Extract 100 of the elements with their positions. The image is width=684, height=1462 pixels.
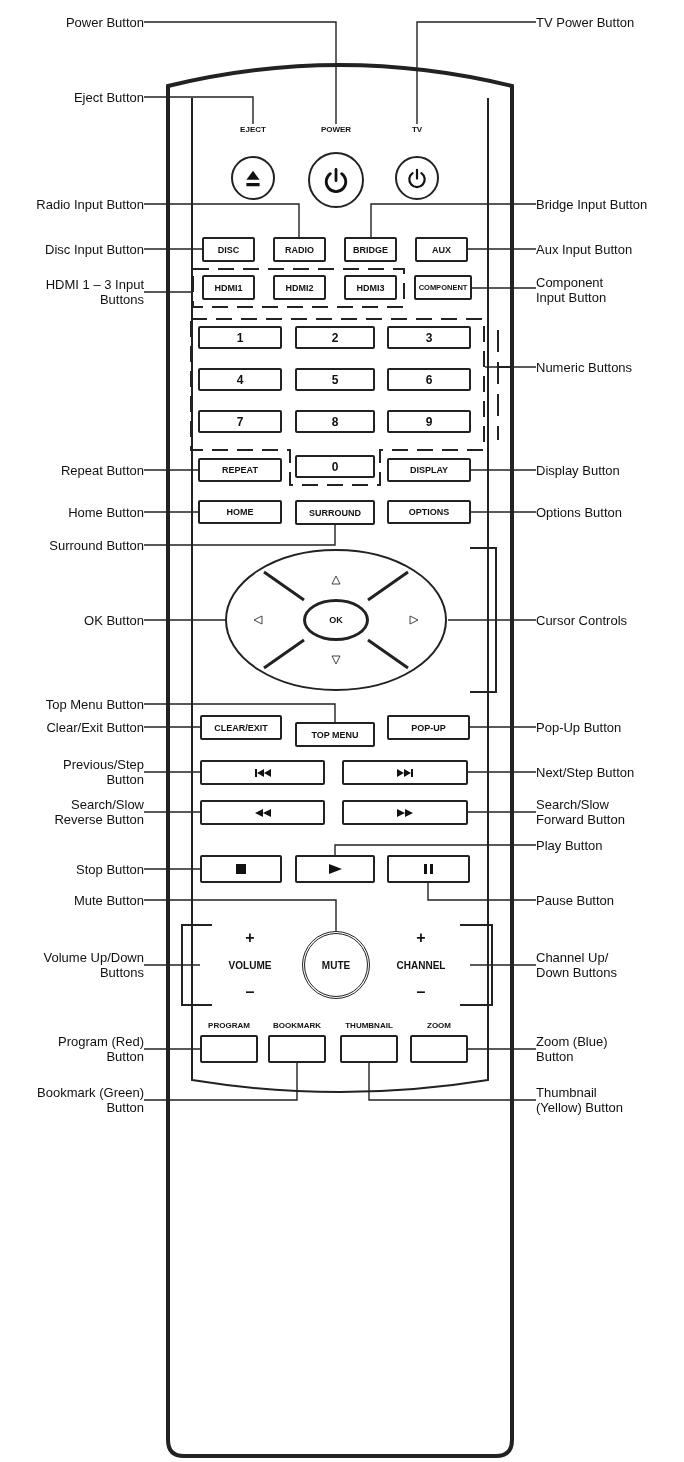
leader-line (467, 248, 537, 250)
callout-label: Mute Button (4, 892, 144, 908)
number-button: 2 (295, 326, 375, 349)
callout-label: Repeat Button (4, 462, 144, 478)
input-button: AUX (415, 237, 468, 262)
minus-sign: – (416, 983, 426, 1001)
number-button: 8 (295, 410, 375, 433)
fast-forward-button (342, 800, 468, 825)
callout-label: Channel Up/ Down Buttons (536, 950, 636, 980)
leader-line (143, 868, 201, 870)
number-button: 9 (387, 410, 471, 433)
leader-line (143, 964, 201, 966)
number-button: 1 (198, 326, 282, 349)
callout-label: Search/Slow Reverse Button (34, 797, 144, 827)
leader-line (143, 203, 300, 238)
number-button: 4 (198, 368, 282, 391)
callout-label: Pop-Up Button (536, 719, 676, 735)
callout-label: Eject Button (4, 89, 144, 105)
leader-line (467, 1048, 537, 1050)
callout-label: Display Button (536, 462, 676, 478)
callout-label: Search/Slow Forward Button (536, 797, 646, 827)
minus-sign: – (245, 983, 255, 1001)
options-button: OPTIONS (387, 500, 471, 524)
clear-exit-button: CLEAR/EXIT (200, 715, 282, 740)
callout-label: Surround Button (4, 537, 144, 553)
button-label: PROGRAM (207, 1020, 251, 1032)
callout-label: Component Input Button (536, 275, 621, 305)
leader-line (427, 882, 537, 901)
play-button (295, 855, 375, 883)
callout-label: Clear/Exit Button (4, 719, 144, 735)
pop-up-button: POP-UP (387, 715, 470, 740)
number-button: 0 (295, 455, 375, 478)
leader-line (143, 703, 336, 723)
top-menu-button: TOP MENU (295, 722, 375, 747)
callout-label: Zoom (Blue) Button (536, 1034, 621, 1064)
leader-line (447, 619, 537, 621)
button-label: BOOKMARK (272, 1020, 322, 1032)
callout-label: Disc Input Button (4, 241, 144, 257)
callout-label: Aux Input Button (536, 241, 676, 257)
callout-label: Pause Button (536, 892, 676, 908)
number-button: 5 (295, 368, 375, 391)
input-button: DISC (202, 237, 255, 262)
input-button: BRIDGE (344, 237, 397, 262)
leader-line (416, 21, 537, 125)
callout-label: Radio Input Button (4, 196, 144, 212)
number-button: 6 (387, 368, 471, 391)
callout-label: TV Power Button (536, 14, 676, 30)
leader-line (368, 1062, 537, 1101)
leader-line (334, 844, 537, 856)
leader-line (470, 511, 537, 513)
leader-line (370, 203, 537, 238)
callout-label: Options Button (536, 504, 676, 520)
leader-line (143, 1062, 298, 1101)
leader-line (143, 469, 199, 471)
next-button (342, 760, 468, 785)
callout-label: Stop Button (4, 861, 144, 877)
repeat-button: REPEAT (198, 458, 282, 482)
callout-label: Bookmark (Green) Button (29, 1085, 144, 1115)
leader-line (143, 21, 337, 125)
callout-label: Top Menu Button (4, 696, 144, 712)
leader-line (143, 511, 199, 513)
callout-label: Home Button (4, 504, 144, 520)
input-button: HDMI3 (344, 275, 397, 300)
leader-line (143, 96, 254, 125)
button-label: POWER (319, 124, 353, 136)
input-button: RADIO (273, 237, 326, 262)
callout-label: Previous/Step Button (44, 757, 144, 787)
stop-button (200, 855, 282, 883)
leader-line (469, 964, 537, 966)
leader-line (469, 726, 537, 728)
button-label: EJECT (239, 124, 267, 136)
leader-line (143, 248, 203, 250)
leader-line (471, 287, 537, 289)
callout-label: HDMI 1 – 3 Input Buttons (44, 277, 144, 307)
home-button: HOME (198, 500, 282, 524)
button-label: ZOOM (426, 1020, 452, 1032)
leader-line (143, 899, 337, 932)
mute-button: MUTE (302, 931, 370, 999)
callout-label: Next/Step Button (536, 764, 676, 780)
callout-label: Cursor Controls (536, 612, 676, 628)
leader-line (467, 811, 537, 813)
leader-line (143, 524, 336, 546)
leader-line (143, 771, 201, 773)
callout-label: Play Button (536, 837, 676, 853)
surround-button: SURROUND (295, 500, 375, 525)
callout-label: Bridge Input Button (536, 196, 676, 212)
rewind-button (200, 800, 325, 825)
rocker-label: CHANNEL (396, 959, 446, 971)
plus-sign: + (245, 929, 255, 947)
leader-line (143, 291, 193, 293)
callout-label: Power Button (4, 14, 144, 30)
callout-label: Program (Red) Button (44, 1034, 144, 1064)
leader-line (484, 366, 537, 368)
number-button: 7 (198, 410, 282, 433)
pause-button (387, 855, 470, 883)
input-button: HDMI1 (202, 275, 255, 300)
leader-line (143, 726, 201, 728)
leader-line (143, 1048, 201, 1050)
callout-label: Numeric Buttons (536, 359, 676, 375)
leader-line (470, 469, 537, 471)
